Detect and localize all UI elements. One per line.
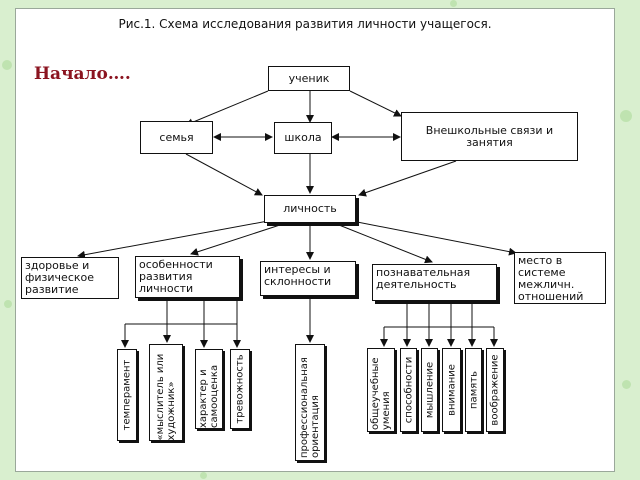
background-dot xyxy=(4,300,12,308)
diagram-sheet: Рис.1. Схема исследования развития лично… xyxy=(15,8,615,472)
leaf-attention: внимание xyxy=(442,348,461,432)
leaf-anxiety: тревожность xyxy=(230,349,250,429)
background-dot xyxy=(200,472,207,479)
leaf-skills: общеучебные умения xyxy=(367,348,395,432)
start-label: Начало…. xyxy=(34,64,131,84)
node-interests: интересы и склонности xyxy=(260,261,356,296)
node-family: семья xyxy=(140,121,213,154)
leaf-character: характер и самооценка xyxy=(195,349,223,429)
node-student: ученик xyxy=(268,66,350,91)
background-dot xyxy=(620,110,632,122)
leaf-abilities: способности xyxy=(400,348,417,432)
arrow-personality-health xyxy=(77,220,269,259)
node-personality: личность xyxy=(264,195,356,223)
arrow-personality-relations xyxy=(351,220,517,256)
node-health: здоровье и физическое развитие xyxy=(21,257,119,299)
leaf-thinker: «мыслитель или художник» xyxy=(149,344,183,441)
leaf-thinking: мышление xyxy=(421,348,438,432)
node-relations: место в системе межличн. отношений xyxy=(514,252,606,304)
connector-lines xyxy=(77,90,517,348)
node-school: школа xyxy=(274,122,332,154)
leaf-temperament: темперамент xyxy=(117,349,137,441)
leaf-imagination: воображение xyxy=(486,348,504,432)
leaf-orientation: профессиональная ориентация xyxy=(295,344,325,461)
leaf-memory: память xyxy=(465,348,482,432)
node-extracurricular: Внешкольные связи и занятия xyxy=(401,112,578,161)
figure-caption: Рис.1. Схема исследования развития лично… xyxy=(118,17,492,31)
arrow-student-extracurricular xyxy=(349,90,402,117)
arrow-student-family xyxy=(185,90,269,127)
node-cognitive: познавательная деятельность xyxy=(372,264,497,301)
arrow-personality-features xyxy=(190,222,287,256)
background-dot xyxy=(622,380,631,389)
background-dot xyxy=(450,0,457,7)
node-features: особенности развития личности xyxy=(135,256,240,298)
background-dot xyxy=(2,60,12,70)
arrow-family-personality xyxy=(185,153,263,196)
arrow-extracurricular-personality xyxy=(358,160,457,197)
arrow-personality-cognitive xyxy=(333,222,433,264)
